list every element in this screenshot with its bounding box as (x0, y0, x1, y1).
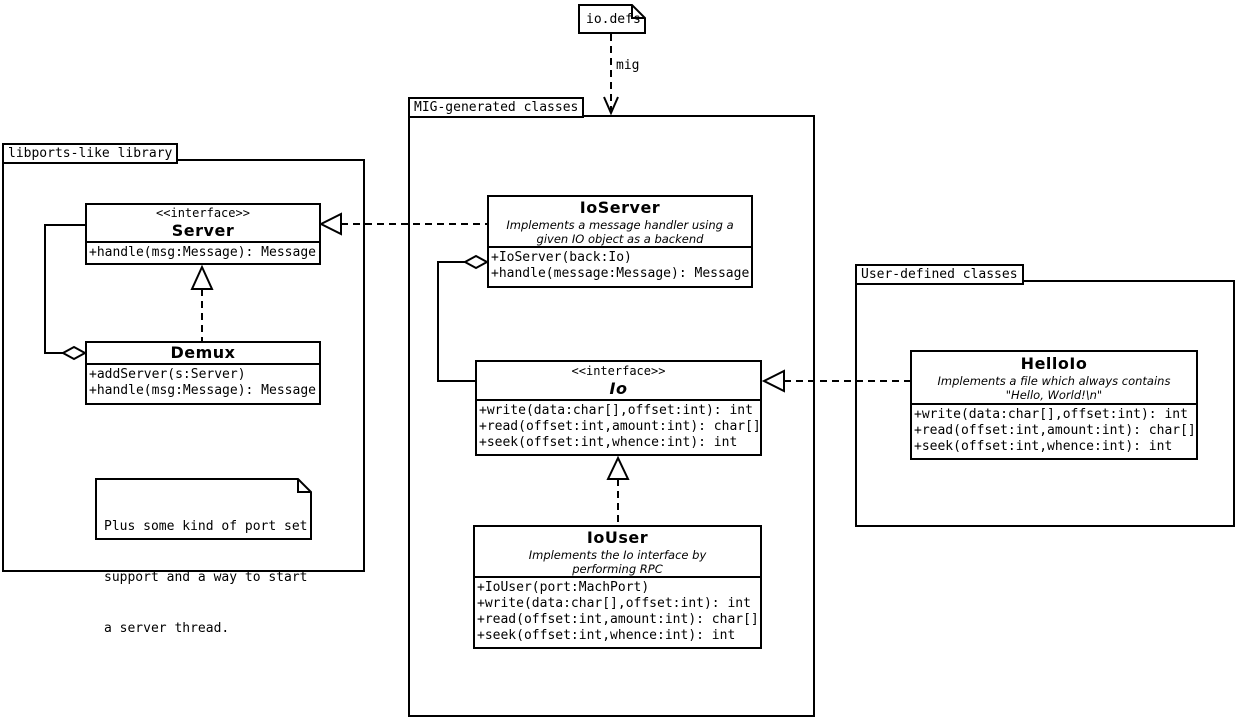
method: +addServer(s:Server) (89, 367, 246, 382)
method: +read(offset:int,amount:int): char[] (914, 423, 1196, 438)
class-iouser-name: IoUser (586, 527, 649, 547)
note-port-set-text: Plus some kind of port set support and a… (104, 484, 308, 671)
class-server-methods: +handle(msg:Message): Message (87, 243, 319, 263)
class-iouser-description: Implements the Io interface by (528, 547, 707, 562)
class-ioserver-name: IoServer (579, 197, 661, 217)
package-mig-body (408, 115, 815, 717)
method: +seek(offset:int,whence:int): int (477, 628, 736, 643)
package-libports-label: libports-like library (2, 143, 179, 164)
class-helloio-name: HelloIo (1020, 353, 1088, 373)
package-user-label: User-defined classes (855, 264, 1024, 285)
stereotype-label: <<interface>> (156, 206, 250, 220)
class-io-name: Io (609, 378, 628, 398)
note-io-defs-text: io.defs (586, 12, 641, 27)
method: +handle(msg:Message): Message (89, 383, 316, 398)
stereotype-label: <<interface>> (571, 363, 666, 378)
note-line: a server thread. (104, 621, 230, 636)
class-helloio-description: Implements a file which always contains (937, 373, 1171, 388)
class-iouser: IoUser Implements the Io interface by pe… (473, 525, 762, 649)
method: +handle(msg:Message): Message (89, 245, 316, 260)
method: +IoUser(port:MachPort) (477, 580, 650, 595)
method: +seek(offset:int,whence:int): int (914, 439, 1173, 454)
class-iouser-title: IoUser Implements the Io interface by pe… (475, 527, 760, 578)
class-server-name: Server (171, 221, 235, 240)
class-io-methods: +write(data:char[],offset:int): int +rea… (477, 401, 761, 454)
class-iouser-methods: +IoUser(port:MachPort) +write(data:char[… (475, 578, 760, 647)
note-outline (95, 478, 312, 540)
class-helloio-title: HelloIo Implements a file which always c… (912, 352, 1196, 405)
method: +IoServer(back:Io) (491, 250, 632, 265)
class-ioserver-description: Implements a message handler using a (506, 217, 734, 232)
note-line: support and a way to start (104, 570, 308, 585)
method: +seek(offset:int,whence:int): int (479, 435, 738, 450)
note-line: Plus some kind of port set (104, 519, 308, 534)
package-mig-label: MIG-generated classes (408, 97, 585, 118)
method: +read(offset:int,amount:int): char[] (477, 612, 759, 627)
class-ioserver-methods: +IoServer(back:Io) +handle(message:Messa… (489, 248, 751, 286)
package-libports-body (2, 159, 365, 572)
class-ioserver-title: IoServer Implements a message handler us… (489, 197, 751, 248)
class-ioserver-description: given IO object as a backend (536, 231, 704, 246)
method: +handle(message:Message): Message (491, 266, 750, 281)
class-demux-name: Demux (170, 343, 236, 362)
class-io-title: <<interface>> Io (477, 362, 760, 401)
class-helloio-description: "Hello, World!\n" (1005, 387, 1103, 402)
class-iouser-description: performing RPC (572, 561, 663, 576)
method: +write(data:char[],offset:int): int (477, 596, 751, 611)
folded-corner-icon (297, 479, 311, 493)
mig-edge-label: mig (616, 58, 640, 73)
method: +read(offset:int,amount:int): char[] (479, 419, 761, 434)
package-user-body (855, 280, 1235, 527)
method: +write(data:char[],offset:int): int (479, 403, 753, 418)
class-server: <<interface>> Server +handle(msg:Message… (85, 203, 321, 265)
note-outline (578, 4, 646, 34)
class-io: <<interface>> Io +write(data:char[],offs… (475, 360, 762, 456)
class-demux: Demux +addServer(s:Server) +handle(msg:M… (85, 341, 321, 405)
class-demux-methods: +addServer(s:Server) +handle(msg:Message… (87, 365, 319, 403)
open-arrowhead-icon (603, 96, 619, 116)
method: +write(data:char[],offset:int): int (914, 407, 1188, 422)
class-helloio: HelloIo Implements a file which always c… (910, 350, 1198, 460)
note-port-set: Plus some kind of port set support and a… (95, 478, 313, 636)
folded-corner-icon (631, 5, 645, 19)
class-demux-title: Demux (87, 343, 319, 365)
class-server-title: <<interface>> Server (87, 205, 319, 243)
class-ioserver: IoServer Implements a message handler us… (487, 195, 753, 288)
class-helloio-methods: +write(data:char[],offset:int): int +rea… (912, 405, 1196, 458)
note-io-defs: io.defs (578, 4, 646, 34)
